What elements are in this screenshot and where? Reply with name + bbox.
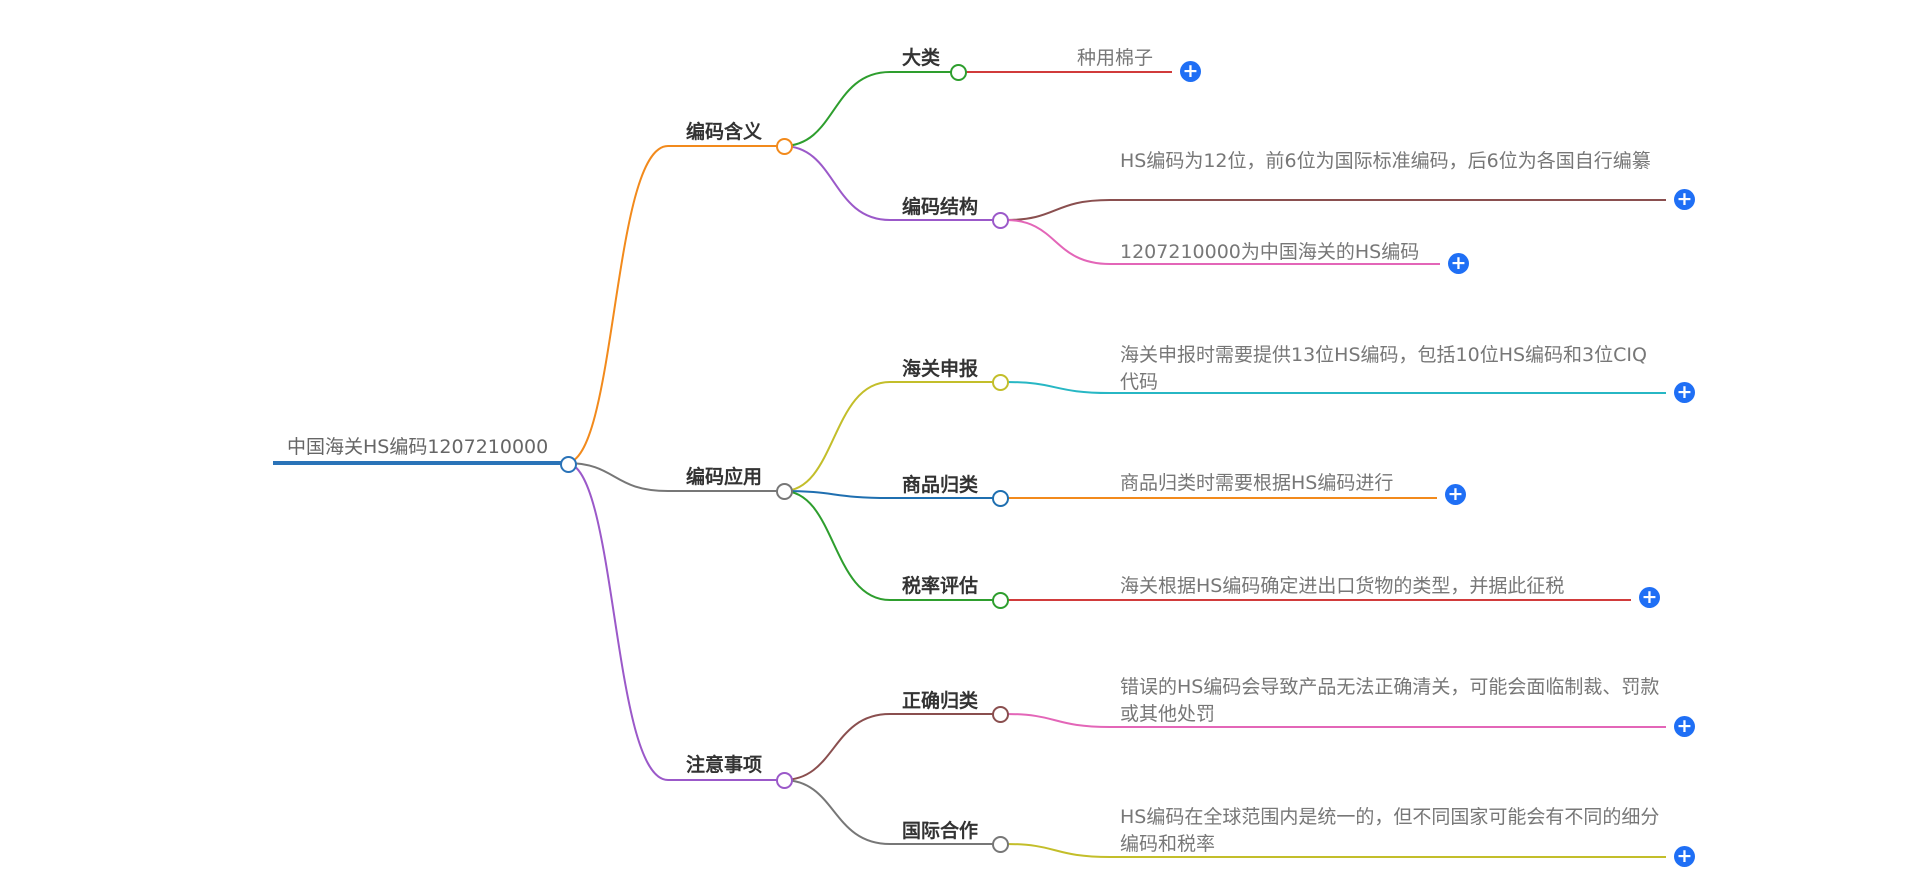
expand-plus-button-china-hs-code[interactable]: + (1448, 253, 1469, 274)
leaf-wrong-code[interactable]: 错误的HS编码会导致产品无法正确清关，可能会面临制裁、罚款或其他处罚 (1120, 676, 1660, 725)
expand-plus-button-international[interactable]: + (1674, 846, 1695, 867)
connector-海关申报-leaf (1005, 381, 1666, 394)
topic-编码结构[interactable]: 编码结构 (902, 196, 979, 218)
connector-编码应用-商品归类 (782, 490, 891, 499)
expand-plus-button-tax-rate[interactable]: + (1639, 587, 1660, 608)
connector-编码含义-编码结构 (782, 145, 891, 221)
connector-注意事项-正确归类 (782, 713, 891, 781)
collapse-knob-编码应用[interactable] (776, 483, 793, 500)
connector-root-注意事项 (565, 462, 669, 781)
collapse-knob-注意事项[interactable] (776, 772, 793, 789)
leaf-hs-structure[interactable]: HS编码为12位，前6位为国际标准编码，后6位为各国自行编纂 (1120, 150, 1651, 172)
leaf-tax-rate[interactable]: 海关根据HS编码确定进出口货物的类型，并据此征税 (1120, 575, 1565, 597)
collapse-knob-编码结构[interactable] (992, 212, 1009, 229)
leaf-classification[interactable]: 商品归类时需要根据HS编码进行 (1120, 472, 1394, 494)
collapse-knob-国际合作[interactable] (992, 836, 1009, 853)
topic-税率评估[interactable]: 税率评估 (902, 575, 979, 597)
leaf-declaration[interactable]: 海关申报时需要提供13位HS编码，包括10位HS编码和3位CIQ代码 (1120, 344, 1647, 393)
connector-编码结构-leaf-1 (1005, 199, 1666, 221)
collapse-knob-海关申报[interactable] (992, 374, 1009, 391)
connector-root-编码应用 (565, 462, 669, 492)
connector-国际合作-leaf (1005, 843, 1666, 858)
leaf-international[interactable]: HS编码在全球范围内是统一的，但不同国家可能会有不同的细分编码和税率 (1120, 806, 1660, 855)
collapse-knob-商品归类[interactable] (992, 490, 1009, 507)
branch-编码含义[interactable]: 编码含义 (686, 121, 763, 143)
collapse-knob-大类[interactable] (950, 64, 967, 81)
branch-注意事项[interactable]: 注意事项 (686, 754, 763, 776)
expand-plus-button-declaration[interactable]: + (1674, 382, 1695, 403)
leaf-china-hs-code[interactable]: 1207210000为中国海关的HS编码 (1120, 241, 1420, 263)
collapse-knob-编码含义[interactable] (776, 138, 793, 155)
branch-编码应用[interactable]: 编码应用 (686, 466, 763, 488)
expand-plus-button-classification[interactable]: + (1445, 484, 1466, 505)
connector-编码应用-税率评估 (782, 490, 891, 601)
topic-国际合作[interactable]: 国际合作 (902, 820, 979, 842)
collapse-knob-正确归类[interactable] (992, 706, 1009, 723)
connector-编码含义-大类 (782, 71, 891, 147)
expand-plus-button-种用棉子[interactable]: + (1180, 61, 1201, 82)
connector-root-编码含义 (565, 145, 669, 464)
topic-大类[interactable]: 大类 (902, 47, 941, 69)
leaf-种用棉子[interactable]: 种用棉子 (1077, 47, 1154, 69)
root-collapse-knob[interactable] (560, 456, 577, 473)
topic-正确归类[interactable]: 正确归类 (902, 690, 979, 712)
expand-plus-button-wrong-code[interactable]: + (1674, 716, 1695, 737)
collapse-knob-税率评估[interactable] (992, 592, 1009, 609)
topic-海关申报[interactable]: 海关申报 (902, 358, 979, 380)
connector-注意事项-国际合作 (782, 779, 891, 845)
topic-商品归类[interactable]: 商品归类 (902, 474, 979, 496)
expand-plus-button-hs-structure[interactable]: + (1674, 189, 1695, 210)
connector-编码应用-海关申报 (782, 381, 891, 492)
root-topic[interactable]: 中国海关HS编码1207210000 (287, 436, 549, 458)
connector-编码结构-leaf-2 (1005, 219, 1440, 265)
connector-正确归类-leaf (1005, 713, 1666, 728)
